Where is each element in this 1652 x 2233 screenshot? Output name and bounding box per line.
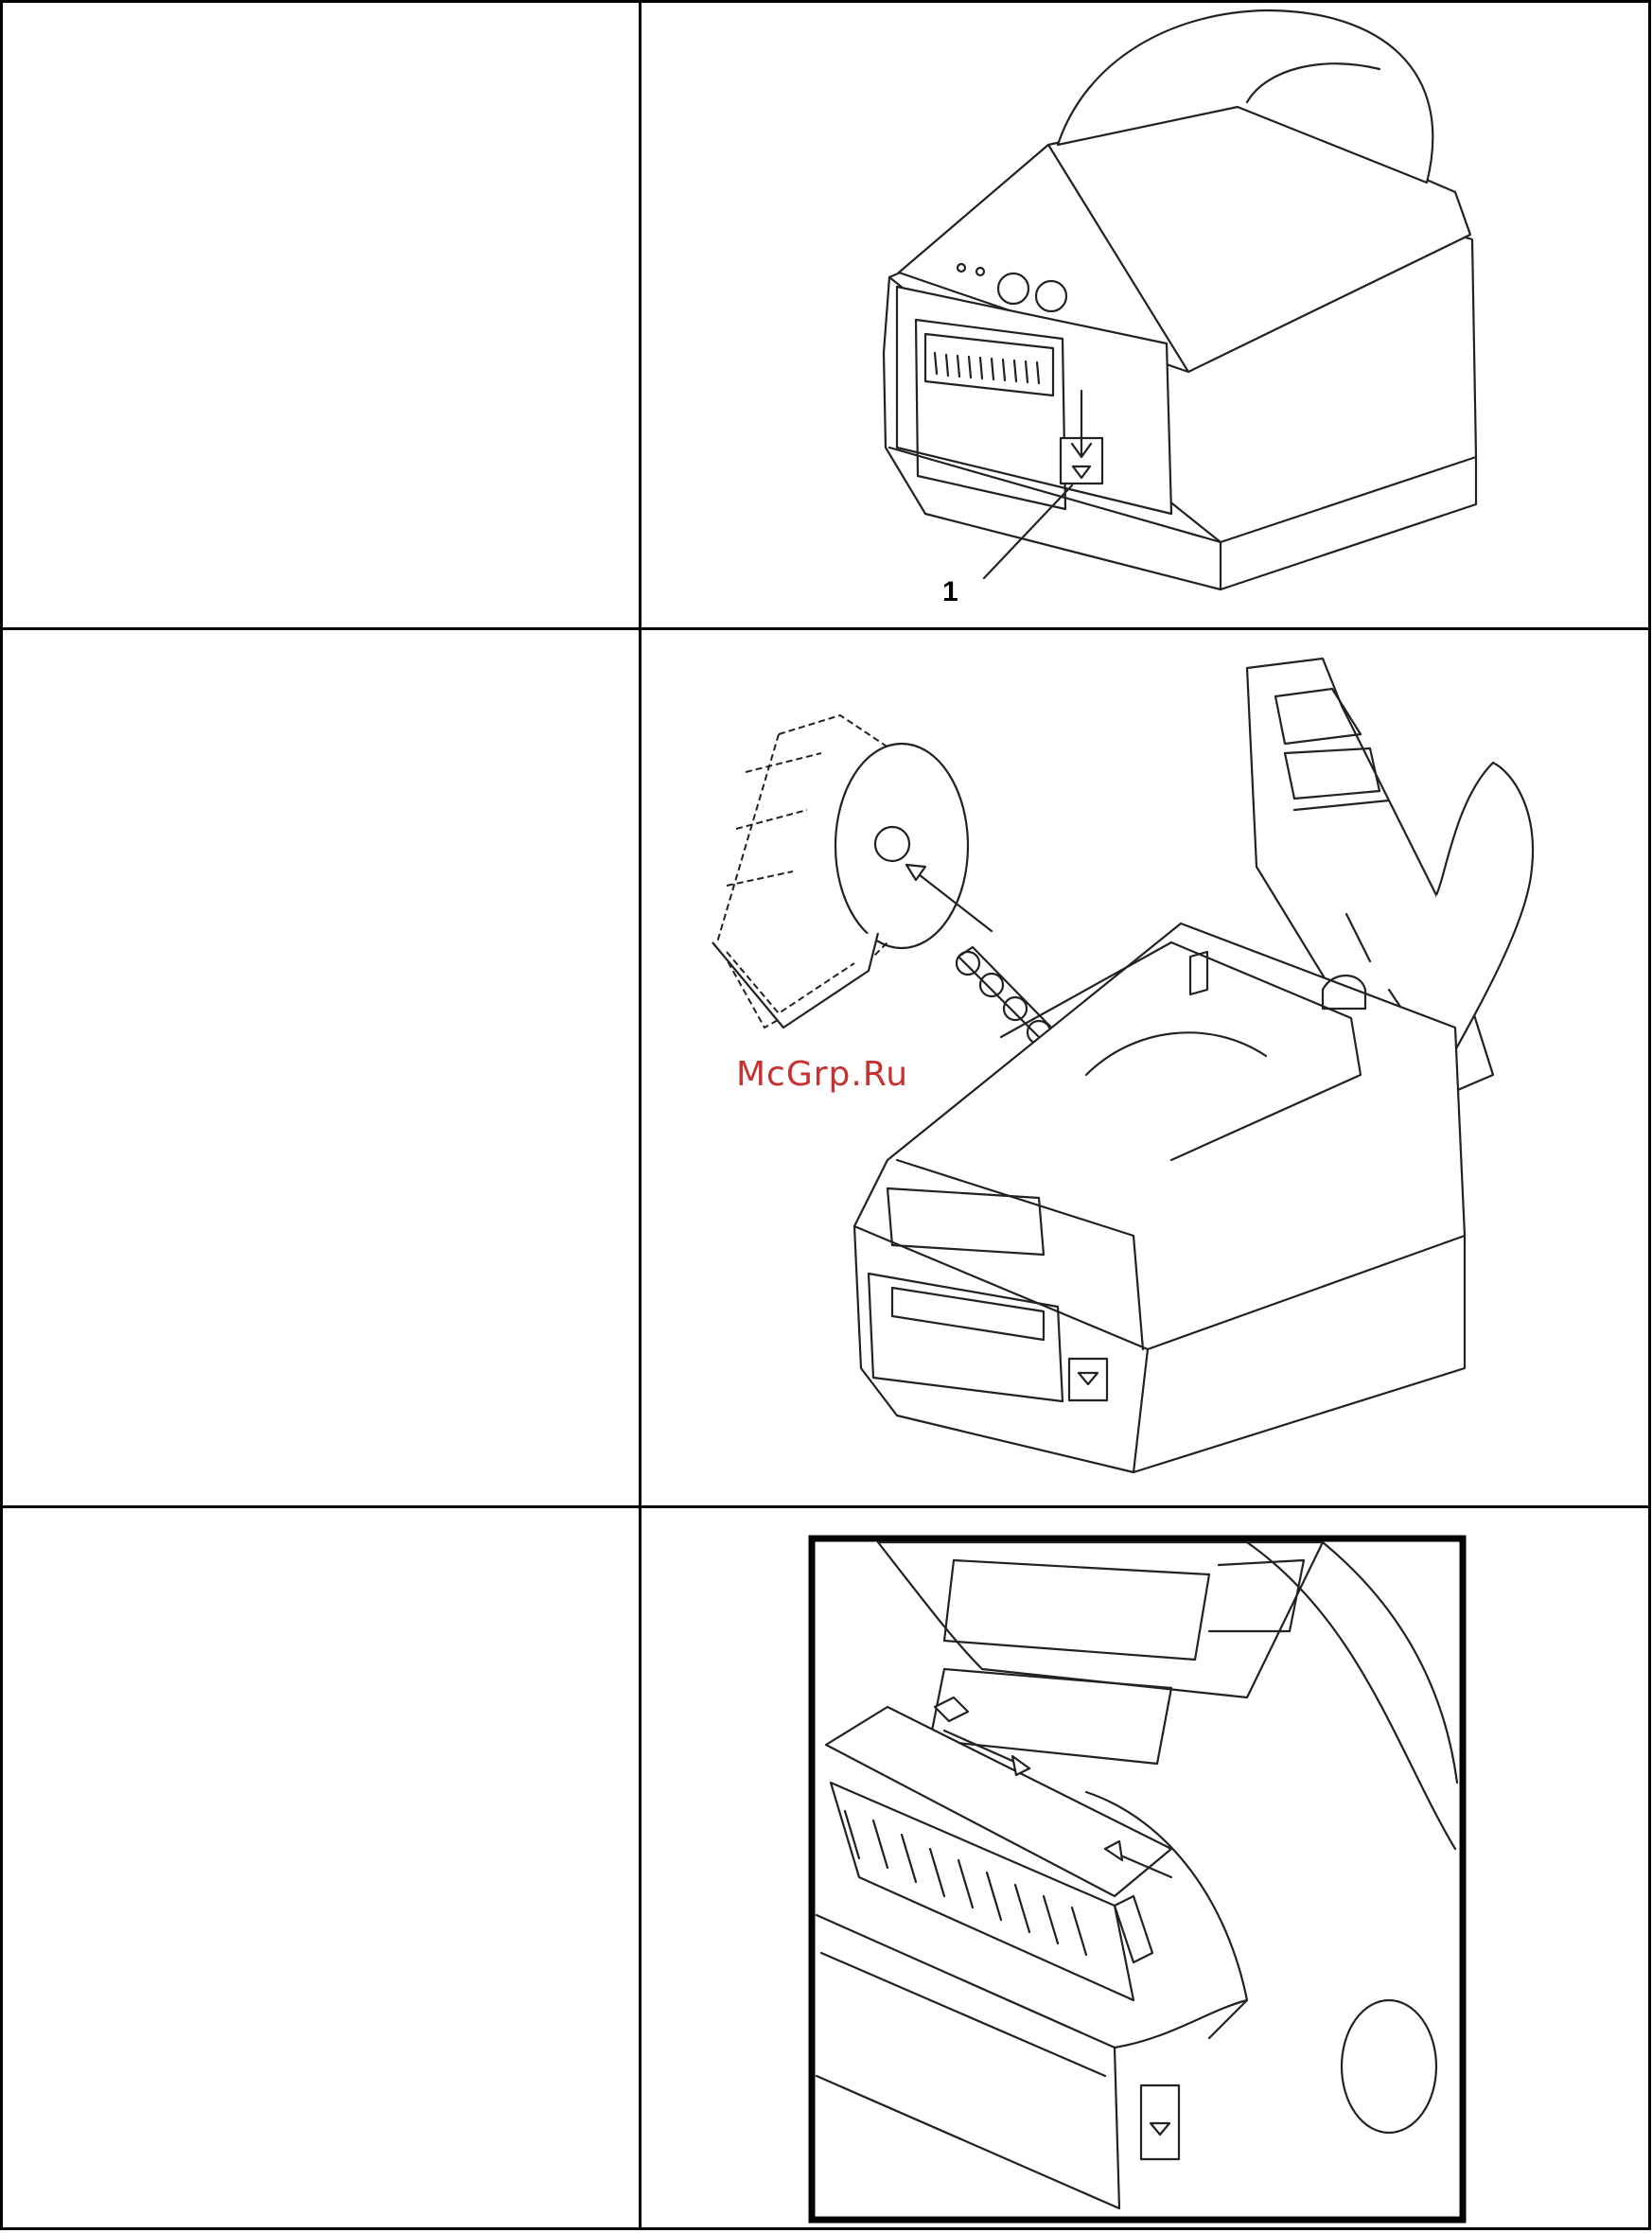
callout-label-1: 1 bbox=[942, 576, 958, 607]
watermark: McGrp.Ru bbox=[736, 1055, 908, 1094]
table-row bbox=[2, 1507, 1650, 2229]
step-3-text-cell bbox=[2, 1507, 641, 2229]
step-1-figure-cell: 1 bbox=[641, 2, 1650, 629]
step-2-text-cell bbox=[2, 629, 641, 1507]
step-1-text-cell bbox=[2, 2, 641, 629]
table-row: 1 bbox=[2, 2, 1650, 629]
printer-closed-illustration: 1 bbox=[641, 3, 1648, 627]
step-3-figure-cell bbox=[641, 1507, 1650, 2229]
media-guides-closeup-illustration bbox=[641, 1508, 1648, 2227]
